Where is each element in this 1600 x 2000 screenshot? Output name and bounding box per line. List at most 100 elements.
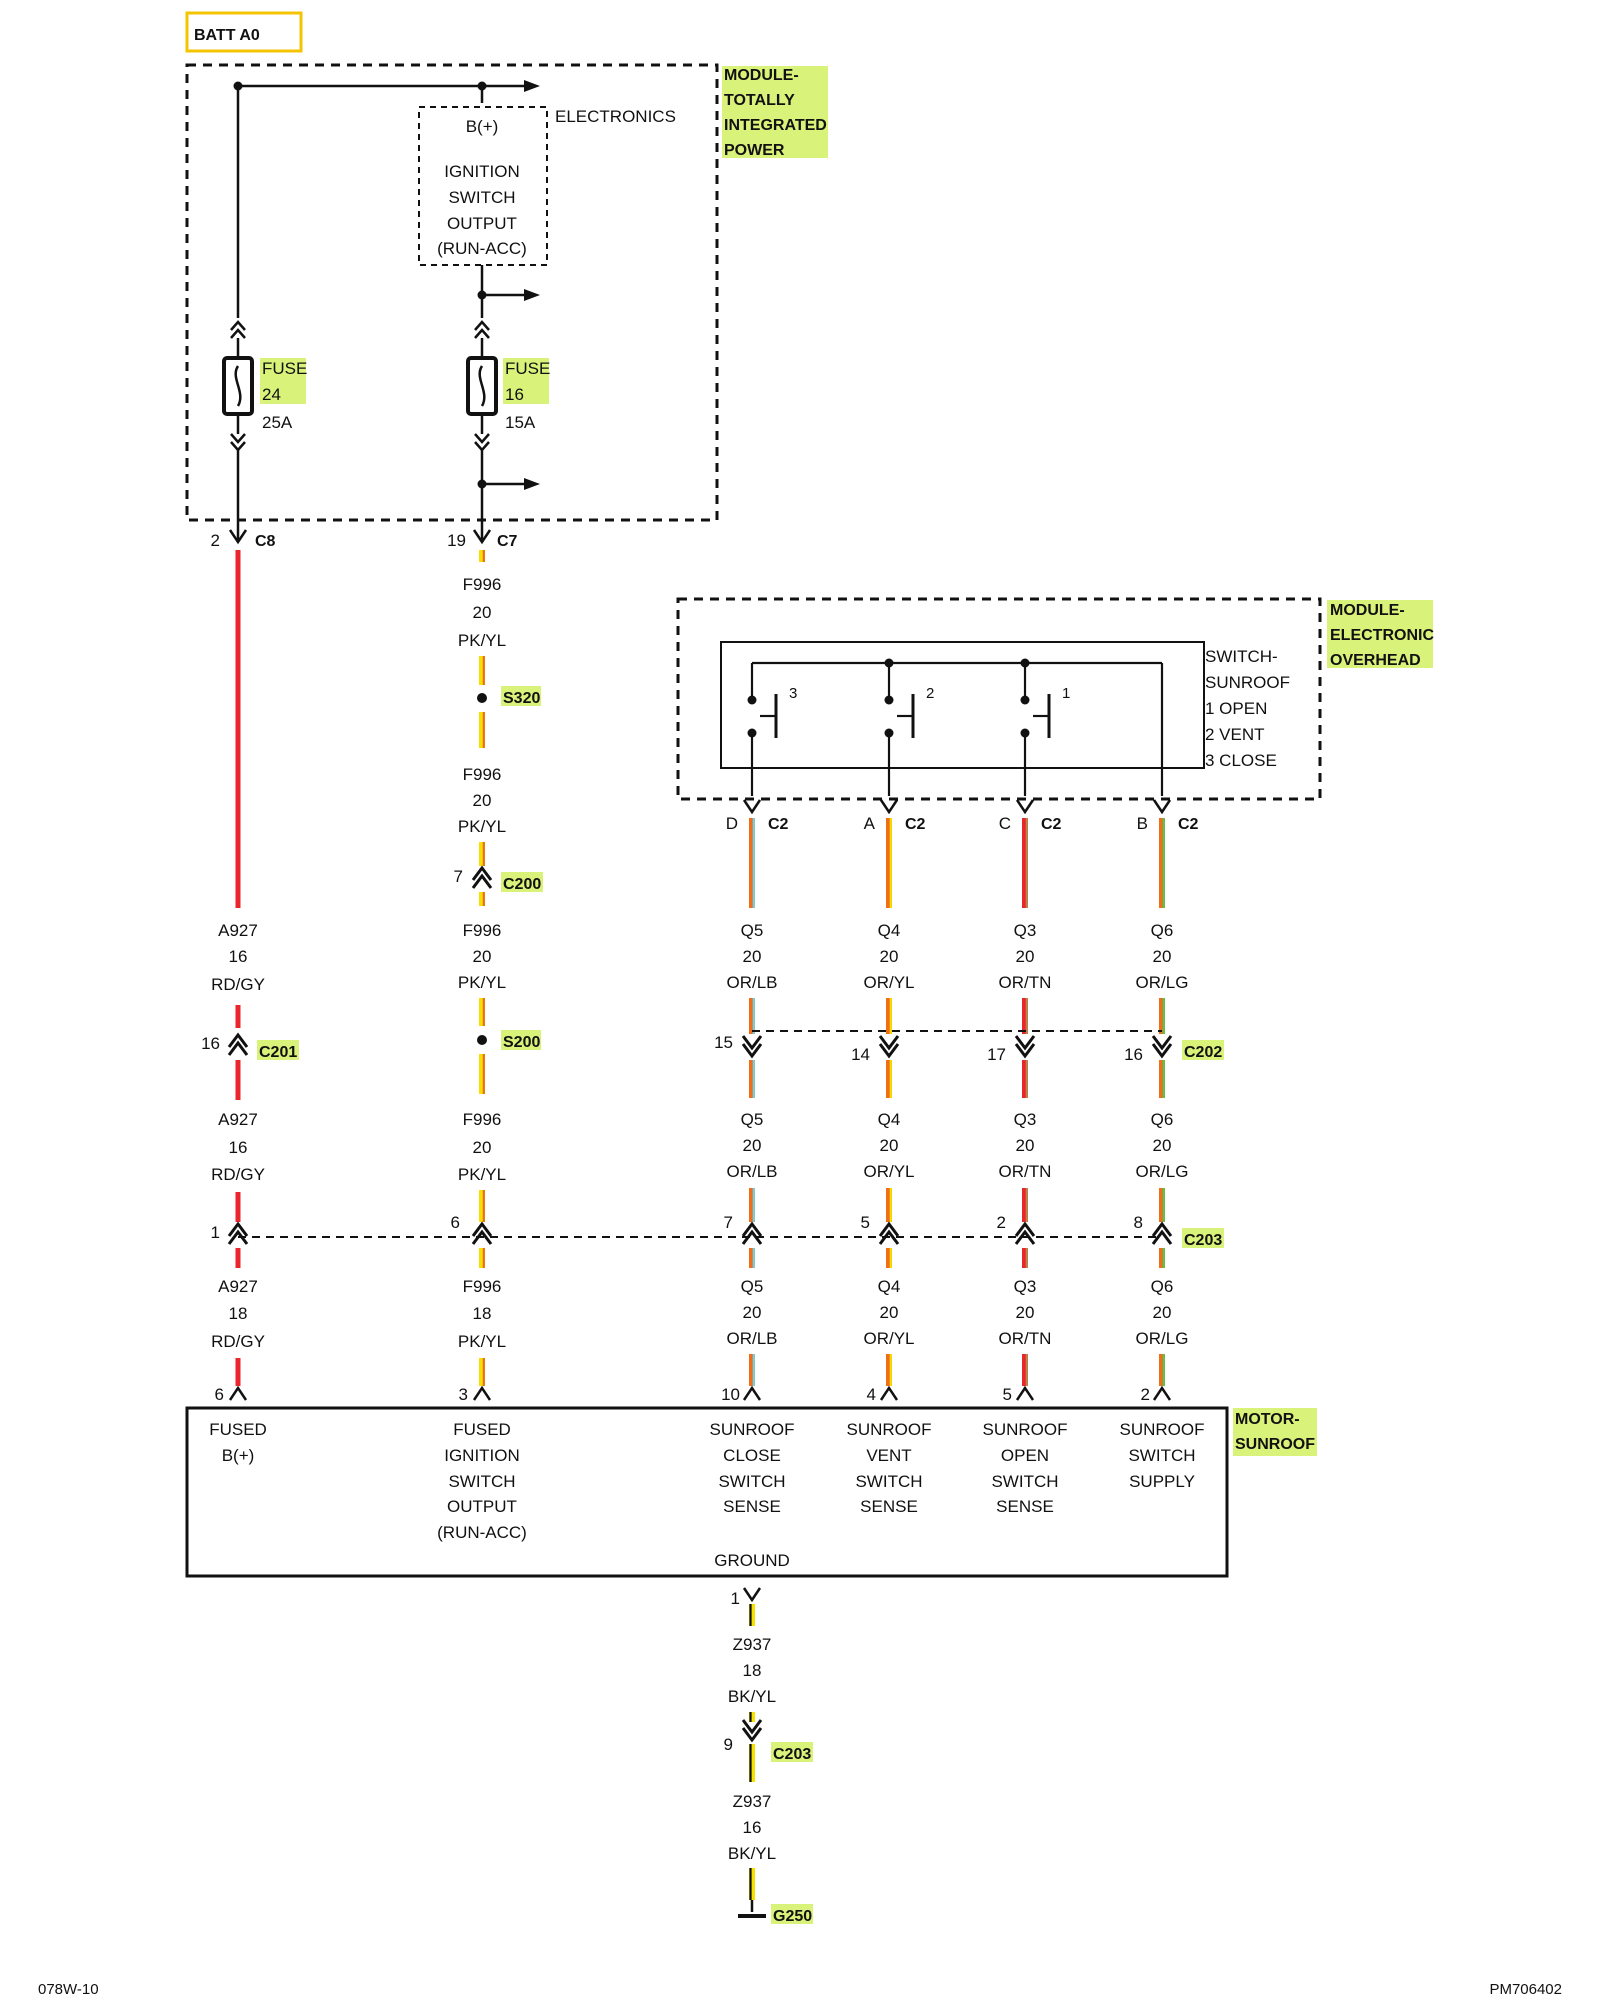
sunroof-switch-contacts xyxy=(747,658,1164,796)
batt-box xyxy=(185,11,303,53)
wire-f996-4 xyxy=(479,842,485,866)
svg-text:9: 9 xyxy=(724,1735,733,1754)
svg-text:Q6: Q6 xyxy=(1151,1277,1174,1296)
svg-text:Q4: Q4 xyxy=(878,1110,901,1129)
wire-label-f996-d: F996 20 PK/YL xyxy=(458,1110,506,1184)
wire-f996-10 xyxy=(479,1358,485,1386)
wire-q3-2 xyxy=(1022,998,1028,1034)
svg-text:POWER: POWER xyxy=(724,142,785,159)
svg-text:24: 24 xyxy=(262,385,281,404)
svg-text:B: B xyxy=(1137,814,1148,833)
svg-text:SUNROOF: SUNROOF xyxy=(1235,1436,1315,1453)
svg-text:OR/LB: OR/LB xyxy=(726,1162,777,1181)
svg-text:FUSED: FUSED xyxy=(209,1420,267,1439)
svg-text:6: 6 xyxy=(215,1385,224,1404)
svg-text:2: 2 xyxy=(1141,1385,1150,1404)
svg-text:OPEN: OPEN xyxy=(1001,1446,1049,1465)
wire-z937-2 xyxy=(749,1712,755,1722)
wire-f996-7 xyxy=(479,1054,485,1094)
svg-text:B(+): B(+) xyxy=(222,1446,255,1465)
fuse-16-label: FUSE 16 15A xyxy=(503,358,550,432)
svg-text:18: 18 xyxy=(473,1304,492,1323)
svg-text:OVERHEAD: OVERHEAD xyxy=(1330,652,1421,669)
svg-text:20: 20 xyxy=(1153,1136,1172,1155)
svg-text:Z937: Z937 xyxy=(733,1792,772,1811)
svg-text:16: 16 xyxy=(505,385,524,404)
wire-label-f996-c: F996 20 PK/YL xyxy=(458,921,506,992)
wire-q4-1 xyxy=(886,818,892,908)
svg-text:20: 20 xyxy=(880,1136,899,1155)
footer-left-code: 078W-10 xyxy=(38,1981,99,1998)
wire-z937-1 xyxy=(749,1604,755,1626)
svg-text:SUNROOF: SUNROOF xyxy=(1205,673,1290,692)
svg-text:BK/YL: BK/YL xyxy=(728,1687,776,1706)
svg-text:Q3: Q3 xyxy=(1014,1110,1037,1129)
svg-text:Q3: Q3 xyxy=(1014,1277,1037,1296)
svg-text:C203: C203 xyxy=(773,1746,811,1763)
svg-text:SWITCH: SWITCH xyxy=(991,1472,1058,1491)
wire-f996-6 xyxy=(479,998,485,1026)
svg-text:16: 16 xyxy=(229,1138,248,1157)
svg-text:8: 8 xyxy=(1134,1213,1143,1232)
svg-text:C200: C200 xyxy=(503,876,541,893)
wire-q4-4 xyxy=(886,1188,892,1222)
wire-q6-6 xyxy=(1159,1354,1165,1386)
wire-f996-1 xyxy=(479,550,485,562)
wire-label-z937-a: Z937 18 BK/YL xyxy=(728,1635,776,1706)
batt-label: BATT A0 xyxy=(194,27,260,44)
svg-text:OR/YL: OR/YL xyxy=(863,1329,914,1348)
svg-text:OR/LB: OR/LB xyxy=(726,973,777,992)
sunroof-switch-text: SWITCH- SUNROOF 1 OPEN 2 VENT 3 CLOSE xyxy=(1205,647,1290,770)
svg-text:1: 1 xyxy=(731,1589,740,1608)
svg-text:SWITCH: SWITCH xyxy=(718,1472,785,1491)
svg-text:7: 7 xyxy=(454,867,463,886)
c201-connector: 16 C201 xyxy=(201,1032,299,1061)
wire-labels-q-row-c: Q5 20 OR/LB Q4 20 OR/YL Q3 20 OR/TN Q6 2… xyxy=(726,1277,1188,1348)
wire-z937-3 xyxy=(749,1744,755,1782)
ground-g250: G250 xyxy=(738,1900,813,1925)
svg-text:16: 16 xyxy=(743,1818,762,1837)
svg-text:C2: C2 xyxy=(1041,816,1062,833)
c8-connector: 2 C8 xyxy=(211,505,276,550)
wire-q4-3 xyxy=(886,1060,892,1098)
wire-f996-2 xyxy=(479,656,485,685)
wire-labels-q-row-a: Q5 20 OR/LB Q4 20 OR/YL Q3 20 OR/TN Q6 2… xyxy=(726,921,1188,992)
svg-text:CLOSE: CLOSE xyxy=(723,1446,781,1465)
wire-q6-5 xyxy=(1159,1248,1165,1268)
wire-segments xyxy=(235,550,1165,1900)
c200-connector: 7 C200 xyxy=(454,865,543,893)
svg-text:FUSE: FUSE xyxy=(262,359,307,378)
splice-s200: S200 xyxy=(477,1030,541,1051)
svg-text:OR/TN: OR/TN xyxy=(999,973,1052,992)
svg-text:Q6: Q6 xyxy=(1151,921,1174,940)
svg-text:D: D xyxy=(726,814,738,833)
svg-text:OUTPUT: OUTPUT xyxy=(447,214,517,233)
svg-text:(RUN-ACC): (RUN-ACC) xyxy=(437,1523,527,1542)
sunroof-motor-box xyxy=(185,1406,1229,1578)
svg-text:OR/TN: OR/TN xyxy=(999,1162,1052,1181)
svg-text:IGNITION: IGNITION xyxy=(444,1446,520,1465)
tipm-bus xyxy=(233,80,540,103)
svg-text:S320: S320 xyxy=(503,690,540,707)
svg-text:17: 17 xyxy=(987,1045,1006,1064)
svg-text:SENSE: SENSE xyxy=(723,1497,781,1516)
svg-text:18: 18 xyxy=(229,1304,248,1323)
svg-text:20: 20 xyxy=(1153,1303,1172,1322)
svg-text:(RUN-ACC): (RUN-ACC) xyxy=(437,239,527,258)
svg-text:SUNROOF: SUNROOF xyxy=(710,1420,795,1439)
svg-text:15: 15 xyxy=(714,1033,733,1052)
svg-text:SWITCH: SWITCH xyxy=(855,1472,922,1491)
fuse-16-circuit xyxy=(466,265,540,505)
svg-text:2: 2 xyxy=(997,1213,1006,1232)
svg-text:16: 16 xyxy=(1124,1045,1143,1064)
svg-text:14: 14 xyxy=(851,1045,870,1064)
c202-connector: 15 14 17 16 C202 xyxy=(714,1030,1224,1064)
wire-f996-5 xyxy=(479,892,485,906)
wire-f996-9 xyxy=(479,1248,485,1268)
wire-q4-6 xyxy=(886,1354,892,1386)
wire-labels-q-row-b: Q5 20 OR/LB Q4 20 OR/YL Q3 20 OR/TN Q6 2… xyxy=(726,1110,1188,1181)
wire-q5-6 xyxy=(749,1354,755,1386)
svg-text:VENT: VENT xyxy=(866,1446,911,1465)
svg-text:SUPPLY: SUPPLY xyxy=(1129,1472,1195,1491)
